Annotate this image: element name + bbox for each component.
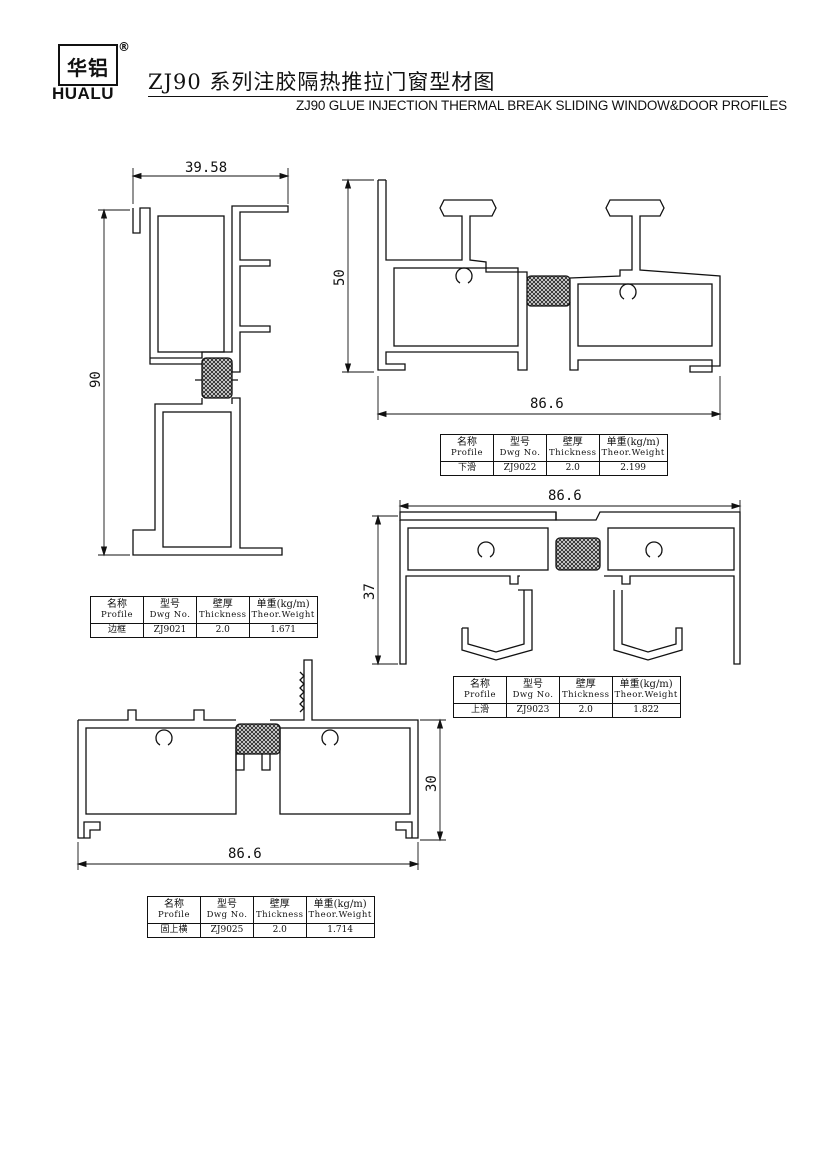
hdr-profile-cn: 名称 [107,599,127,610]
title-rule [148,96,768,97]
hualu-logo: 华铝 ® HUALU [50,40,130,106]
dim-fixed-height: 30 [424,775,440,792]
hdr-profile-en: Profile [100,610,133,620]
profile-name: 下滑 [440,461,494,476]
hdr-weight-en: Theor.Weight [614,690,678,700]
top-rail-dimensions [372,500,742,666]
dim-side-width: 39.58 [185,160,227,176]
thickness: 2.0 [546,461,600,476]
logo-box: 华铝 [58,44,118,86]
dim-bottom-width: 86.6 [530,396,564,412]
hdr-profile-cn: 名称 [470,679,490,690]
hdr-weight-cn: 单重(kg/m) [606,437,660,448]
weight: 1.822 [611,703,681,718]
hdr-dwg-en: Dwg No. [206,910,248,920]
table-row: 下滑 ZJ9022 2.0 2.199 [440,461,668,476]
page-title-english: ZJ90 GLUE INJECTION THERMAL BREAK SLIDIN… [296,98,787,113]
table-row: 边框 ZJ9021 2.0 1.671 [90,623,318,638]
dwg-no: ZJ9021 [143,623,197,638]
dim-side-height: 90 [88,371,104,388]
hdr-profile-cn: 名称 [457,437,477,448]
thickness: 2.0 [253,923,307,938]
hdr-weight-cn: 单重(kg/m) [619,679,673,690]
table-row: 上滑 ZJ9023 2.0 1.822 [453,703,681,718]
logo-english: HUALU [52,84,114,103]
hdr-dwg-cn: 型号 [523,679,543,690]
dim-top-height: 37 [362,583,378,600]
hdr-weight-en: Theor.Weight [251,610,315,620]
dwg-no: ZJ9022 [493,461,547,476]
bottom-rail-profile [377,179,721,373]
hdr-profile-en: Profile [450,448,483,458]
hdr-dwg-cn: 型号 [217,899,237,910]
hdr-dwg-en: Dwg No. [512,690,554,700]
weight: 2.199 [598,461,668,476]
table-row: 固上横 ZJ9025 2.0 1.714 [147,923,375,938]
thickness: 2.0 [559,703,613,718]
hdr-weight-en: Theor.Weight [308,910,372,920]
hdr-thick-en: Thickness [256,910,304,920]
top-rail-profile [399,511,741,665]
hdr-thick-cn: 壁厚 [212,599,233,610]
hdr-weight-cn: 单重(kg/m) [313,899,367,910]
hdr-thick-en: Thickness [562,690,610,700]
logo-chinese: 华铝 [67,56,109,80]
hdr-dwg-en: Dwg No. [149,610,191,620]
hdr-thick-cn: 壁厚 [562,437,583,448]
hdr-dwg-cn: 型号 [160,599,180,610]
weight: 1.714 [305,923,375,938]
hdr-thick-cn: 壁厚 [269,899,290,910]
thickness: 2.0 [196,623,250,638]
dim-top-width: 86.6 [548,488,582,504]
page-title-chinese: ZJ90 系列注胶隔热推拉门窗型材图 [148,70,496,94]
hdr-dwg-en: Dwg No. [499,448,541,458]
profile-name: 上滑 [453,703,507,718]
hdr-thick-cn: 壁厚 [575,679,596,690]
hdr-profile-cn: 名称 [164,899,184,910]
side-frame-dimensions [98,168,290,557]
hdr-weight-en: Theor.Weight [601,448,665,458]
dwg-no: ZJ9023 [506,703,560,718]
dim-fixed-width: 86.6 [228,846,262,862]
hdr-weight-cn: 单重(kg/m) [256,599,310,610]
hdr-dwg-cn: 型号 [510,437,530,448]
side-frame-profile [132,205,289,556]
hdr-profile-en: Profile [463,690,496,700]
fixed-top-dimensions [76,718,446,870]
weight: 1.671 [248,623,318,638]
profile-name: 固上横 [147,923,201,938]
hdr-thick-en: Thickness [199,610,247,620]
registered-mark: ® [118,40,130,54]
profile-name: 边框 [90,623,144,638]
hdr-profile-en: Profile [157,910,190,920]
dwg-no: ZJ9025 [200,923,254,938]
fixed-top-profile [77,659,419,839]
dim-bottom-height: 50 [332,269,348,286]
hdr-thick-en: Thickness [549,448,597,458]
bottom-rail-dimensions [342,178,722,420]
